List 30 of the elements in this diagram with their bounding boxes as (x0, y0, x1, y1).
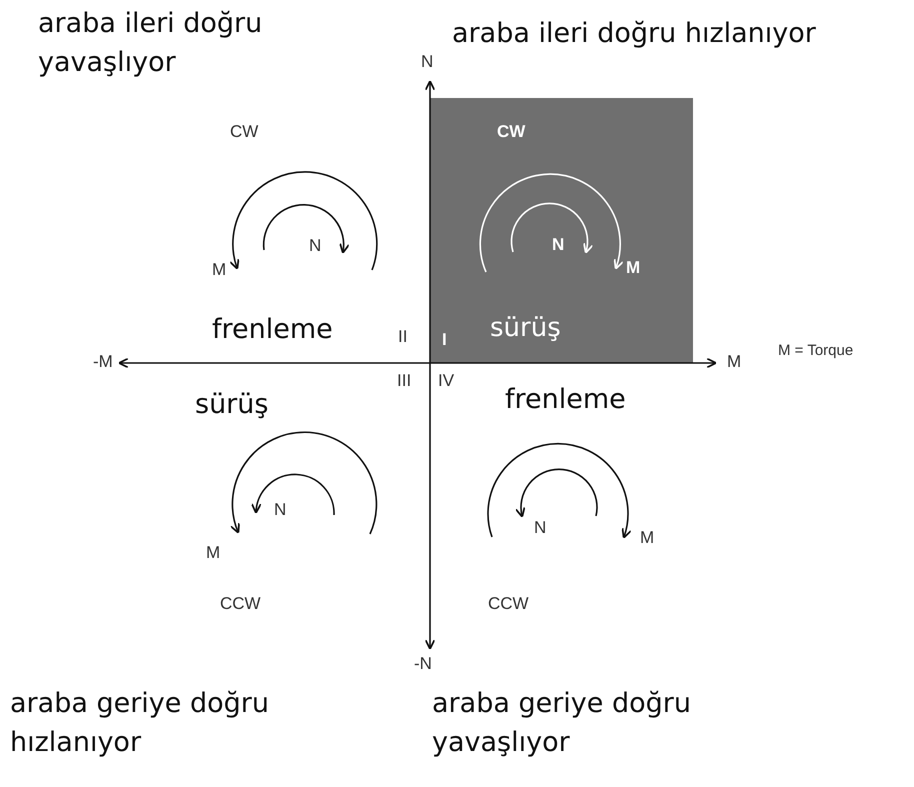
axis-label: M (212, 260, 226, 280)
quadrant-label: II (398, 327, 408, 348)
rotation-label: CCW (220, 594, 261, 614)
axis-label: M (626, 258, 640, 278)
mode-label: sürüş (490, 312, 561, 345)
axis-label: -N (414, 654, 432, 674)
mode-label: frenleme (212, 313, 333, 347)
shaded-quadrant (430, 98, 693, 363)
description-text: araba geriye doğru hızlanıyor (10, 687, 270, 760)
axis-label: M (640, 528, 654, 548)
mode-label: sürüş (195, 388, 268, 422)
axis-label: N (552, 235, 564, 256)
quadrant-label: I (442, 330, 447, 350)
quadrant-label: III (397, 371, 412, 392)
axis-label: M (727, 352, 742, 372)
description-text: araba ileri doğru hızlanıyor (452, 17, 816, 51)
axis-label: N (421, 52, 434, 72)
rotation-label: CW (497, 122, 526, 142)
mode-label: frenleme (505, 383, 626, 417)
rotation-label: CW (230, 122, 258, 142)
description-text: araba ileri doğru yavaşlıyor (38, 7, 264, 80)
rotation-label: CCW (488, 594, 529, 614)
axis-label: N (309, 236, 322, 256)
description-text: araba geriye doğru yavaşlıyor (432, 687, 692, 760)
axis-label: N (274, 500, 286, 520)
axis-label: M (206, 543, 220, 564)
axis-label: -M (93, 352, 113, 372)
quadrant-label: IV (438, 371, 454, 392)
axis-label: N (534, 518, 546, 538)
legend-text: M = Torque (778, 342, 854, 360)
